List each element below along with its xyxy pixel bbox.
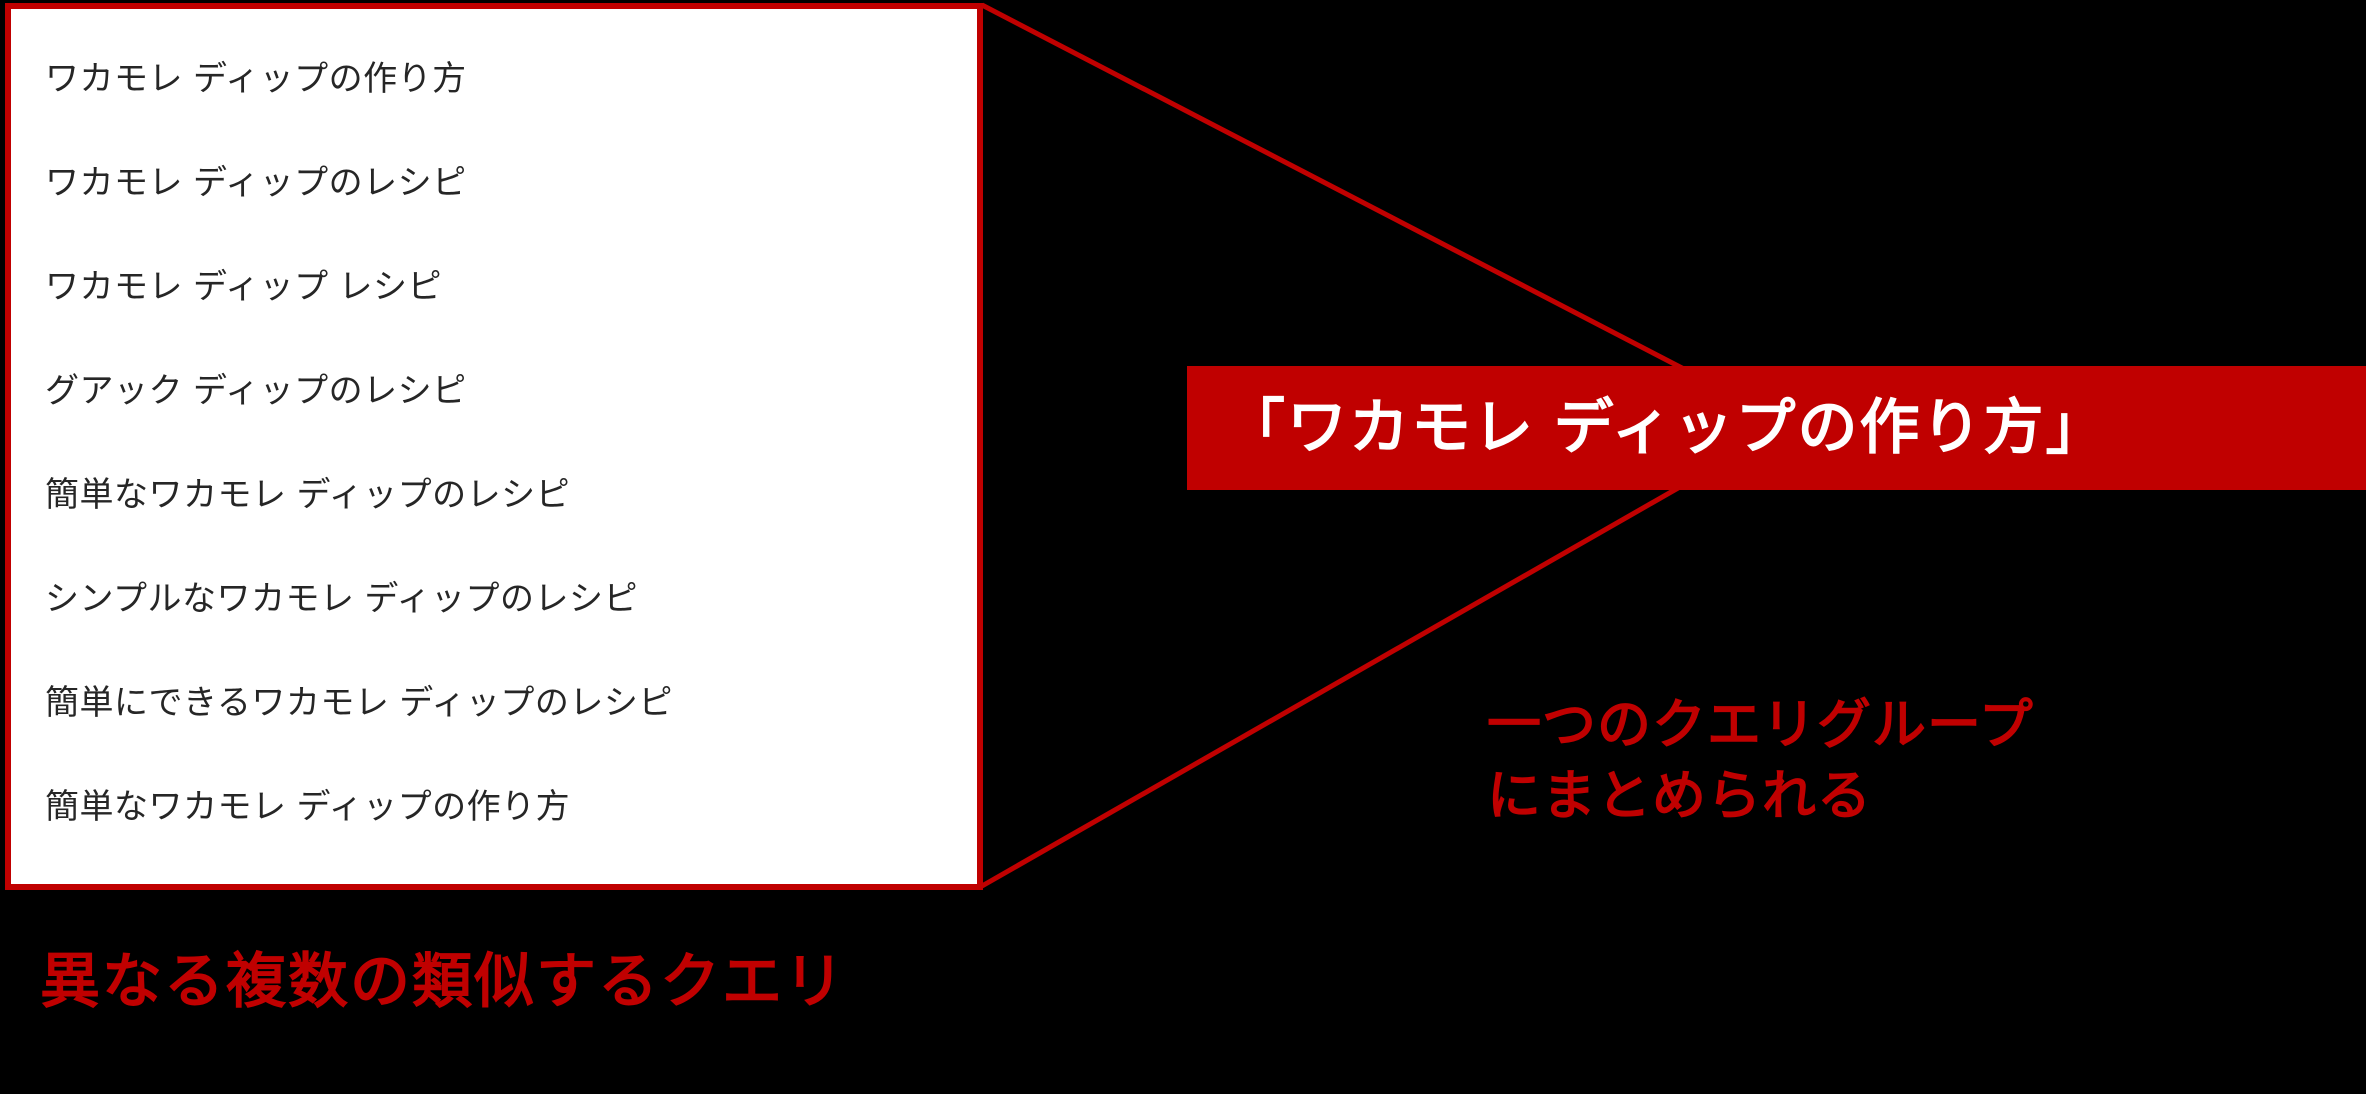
list-item[interactable]: グアック ディップのレシピ [45, 372, 467, 410]
group-caption-line-1: 一つのクエリグループ [1487, 695, 2034, 755]
query-group-banner: 「ワカモレ ディップの作り方」 [1187, 366, 2366, 490]
list-item[interactable]: ワカモレ ディップ レシピ [45, 268, 443, 306]
list-item[interactable]: 簡単にできるワカモレ ディップのレシピ [45, 684, 673, 722]
list-item[interactable]: ワカモレ ディップの作り方 [45, 60, 467, 98]
group-caption-line-2: にまとめられる [1487, 766, 1872, 827]
list-item[interactable]: ワカモレ ディップのレシピ [45, 164, 467, 202]
group-caption: 一つのクエリグループ にまとめられる [1487, 690, 2034, 833]
query-list-panel: ワカモレ ディップの作り方 ワカモレ ディップのレシピ ワカモレ ディップ レシ… [5, 3, 983, 890]
list-item[interactable]: 簡単なワカモレ ディップのレシピ [45, 476, 571, 514]
queries-caption-label: 異なる複数の類似するクエリ [40, 948, 846, 1015]
list-item[interactable]: 簡単なワカモレ ディップの作り方 [45, 788, 571, 826]
queries-caption: 異なる複数の類似するクエリ [40, 952, 846, 1012]
connector-line-top [980, 2, 1792, 427]
query-group-banner-label: 「ワカモレ ディップの作り方」 [1225, 394, 2108, 461]
list-item[interactable]: シンプルなワカモレ ディップのレシピ [45, 580, 639, 618]
